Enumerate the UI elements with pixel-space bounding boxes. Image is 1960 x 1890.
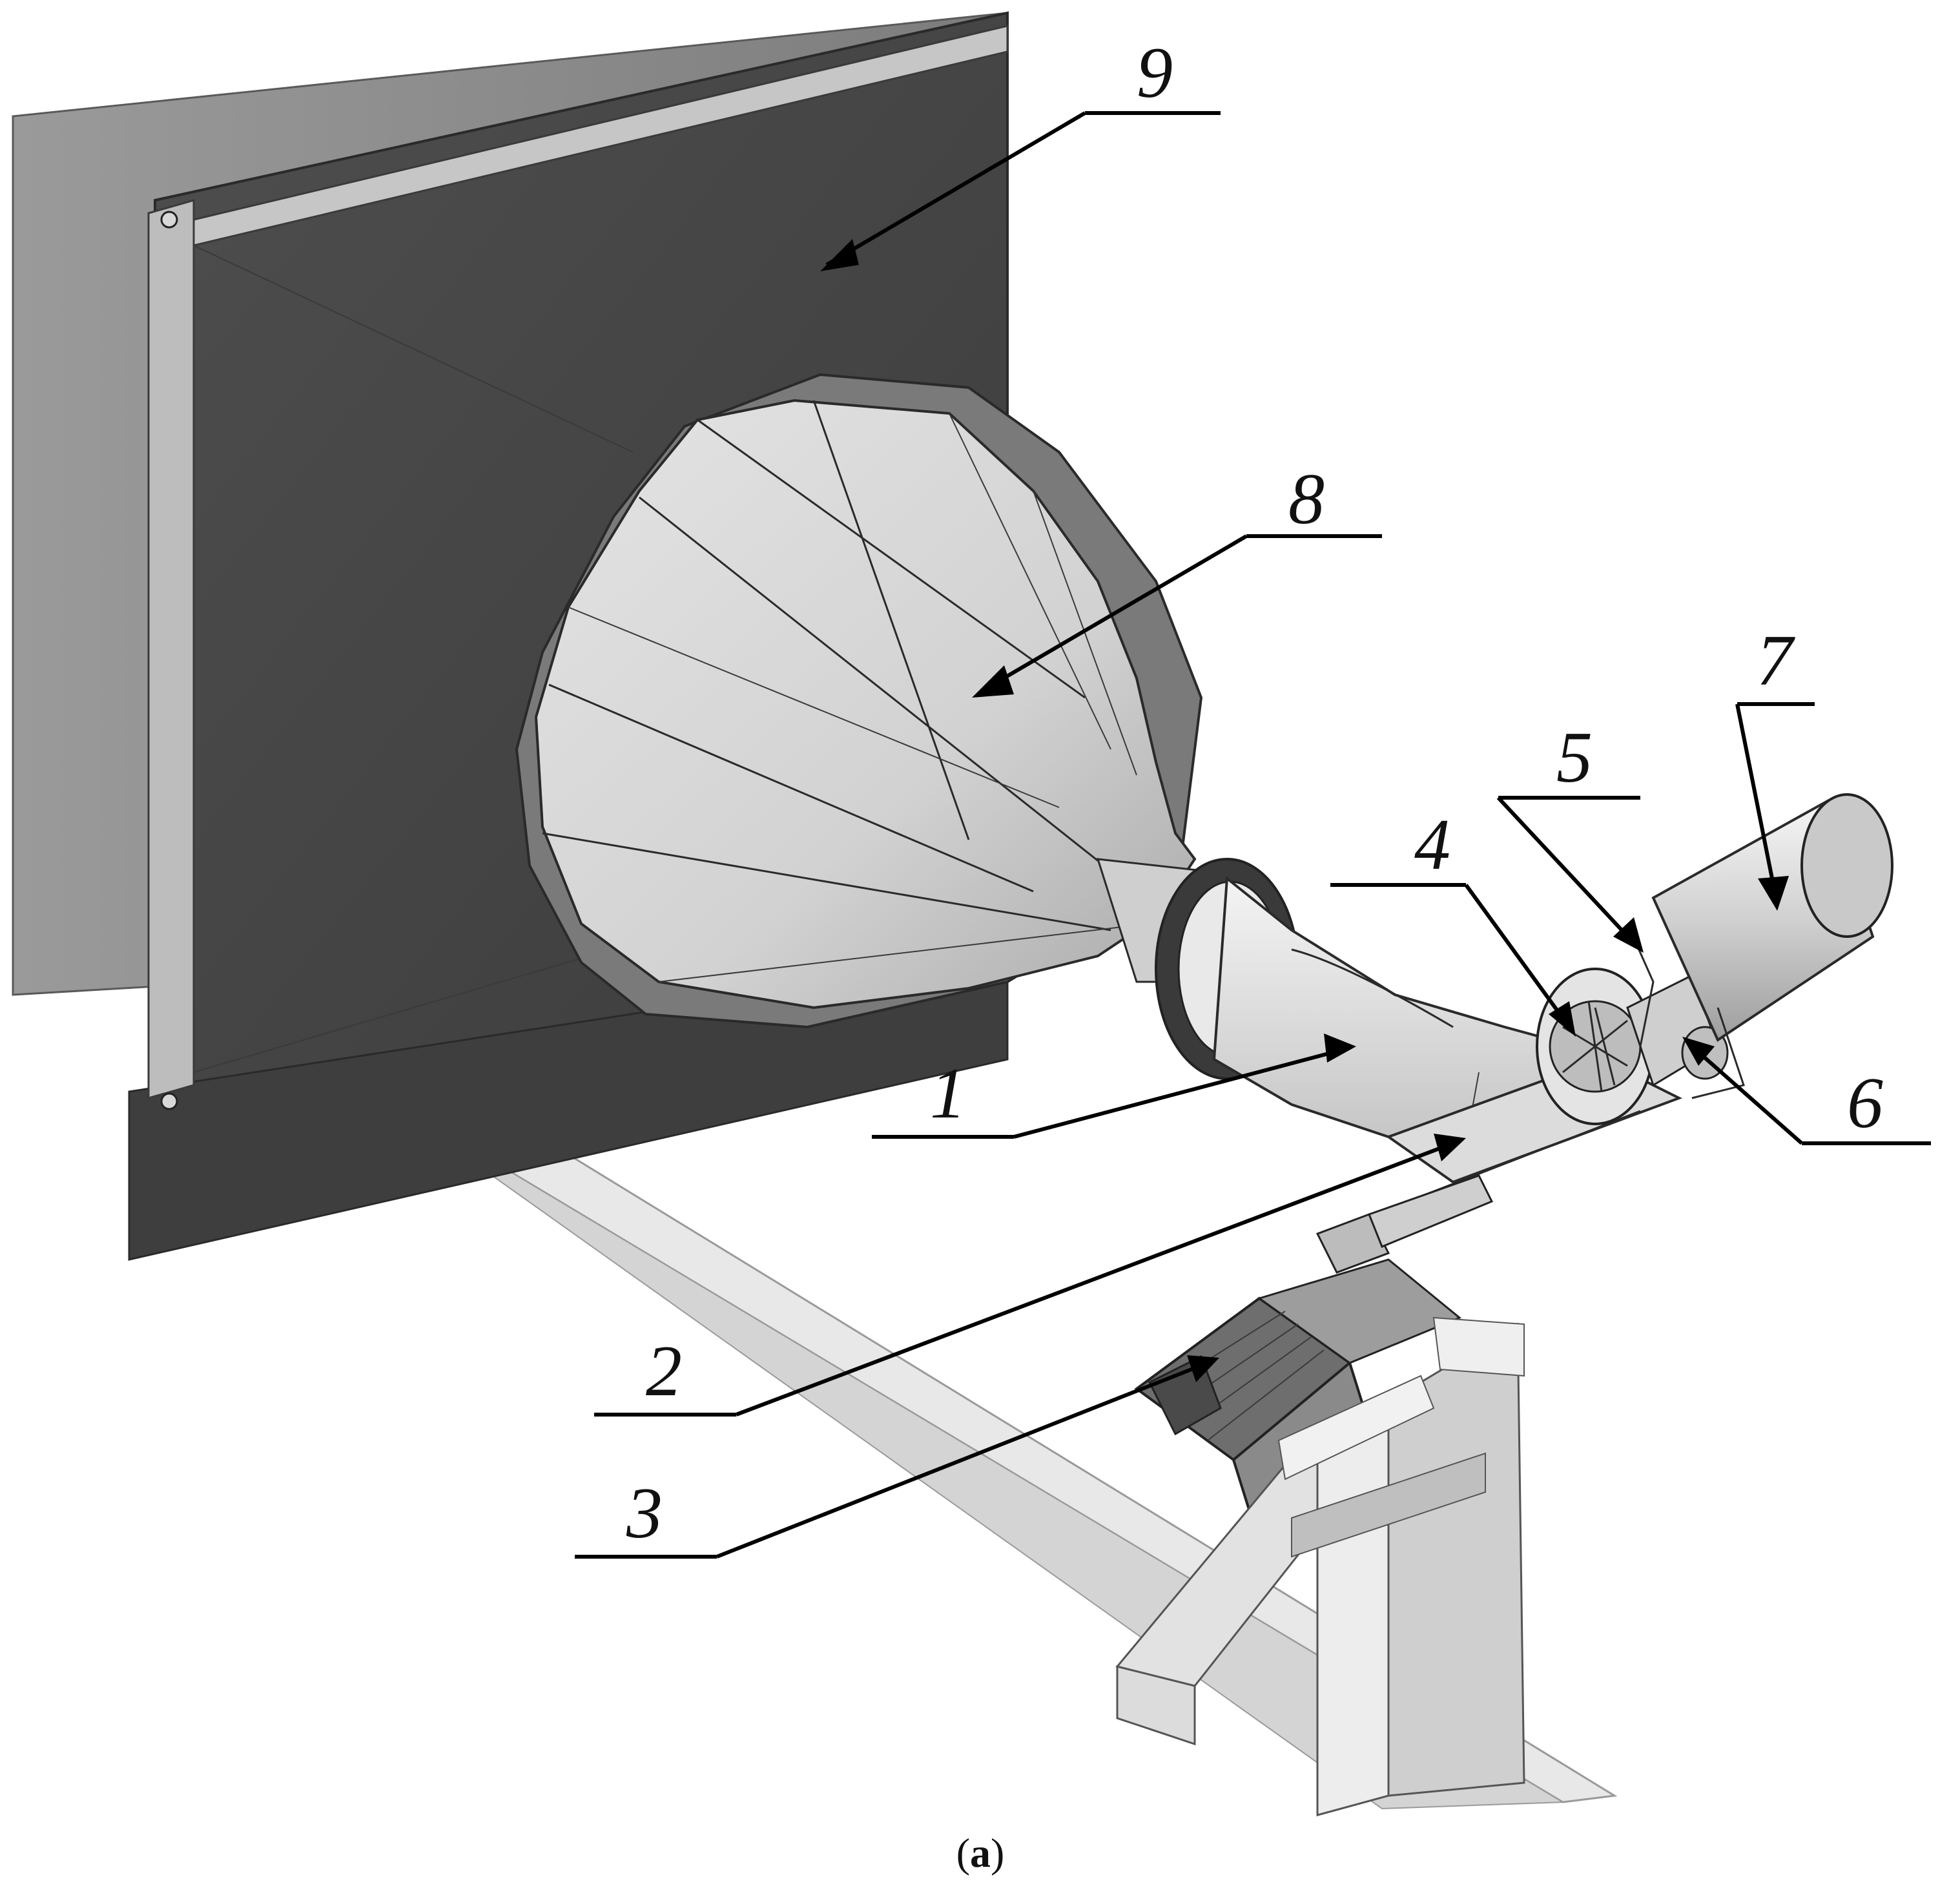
callout-7: 7 bbox=[1735, 621, 1815, 911]
callout-4: 4 bbox=[1330, 805, 1576, 1037]
callout-label-6: 6 bbox=[1847, 1063, 1883, 1143]
callout-label-7: 7 bbox=[1757, 621, 1795, 701]
contraction-nozzle bbox=[515, 373, 1215, 1029]
callout-3: 3 bbox=[575, 1355, 1219, 1559]
callout-5: 5 bbox=[1496, 718, 1644, 953]
callout-9: 9 bbox=[820, 33, 1221, 271]
callout-label-4: 4 bbox=[1414, 805, 1450, 885]
callout-label-5: 5 bbox=[1556, 718, 1593, 798]
figure-caption: (a) bbox=[956, 1830, 1005, 1876]
coupling-shaft bbox=[1315, 1174, 1494, 1274]
callout-label-8: 8 bbox=[1288, 459, 1325, 539]
callout-6: 6 bbox=[1682, 1037, 1931, 1145]
motor-stand bbox=[1115, 1316, 1525, 1816]
callout-2: 2 bbox=[594, 1134, 1466, 1417]
callout-label-2: 2 bbox=[646, 1331, 682, 1411]
callout-label-1: 1 bbox=[930, 1054, 966, 1134]
callout-label-9: 9 bbox=[1137, 33, 1173, 113]
callout-label-3: 3 bbox=[626, 1473, 663, 1553]
callout-1: 1 bbox=[872, 1033, 1356, 1139]
exhaust-cylinder bbox=[1626, 793, 1893, 1099]
callout-8: 8 bbox=[972, 459, 1382, 698]
